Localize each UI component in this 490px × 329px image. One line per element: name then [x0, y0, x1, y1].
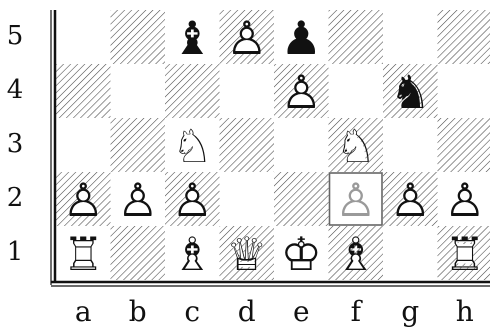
file-label-d: d [220, 298, 274, 326]
rank-label-3: 3 [0, 131, 30, 157]
square-d3[interactable] [220, 118, 275, 172]
square-f5[interactable] [329, 10, 384, 64]
square-b5[interactable] [111, 10, 166, 64]
file-label-e: e [274, 298, 328, 326]
file-label-h: h [438, 298, 490, 326]
square-c4[interactable] [165, 64, 220, 118]
square-b3[interactable] [111, 118, 166, 172]
file-label-f: f [329, 298, 383, 326]
file-label-g: g [383, 298, 437, 326]
square-g1[interactable] [383, 226, 438, 280]
square-e3[interactable] [274, 118, 329, 172]
square-h4[interactable] [438, 64, 490, 118]
square-e2[interactable] [274, 172, 329, 226]
white-rook-a1-icon[interactable]: ♖ [63, 227, 104, 281]
white-queen-d1-icon[interactable]: ♕ [226, 227, 267, 281]
black-bishop-c5-icon[interactable]: ♝ [172, 11, 213, 65]
white-pawn-f2-icon[interactable]: ♙ [335, 173, 376, 227]
white-pawn-b2-icon[interactable]: ♙ [117, 173, 158, 227]
white-pawn-e4-icon[interactable]: ♙ [281, 65, 322, 119]
square-g5[interactable] [383, 10, 438, 64]
white-pawn-h2-icon[interactable]: ♙ [444, 173, 485, 227]
file-label-b: b [111, 298, 165, 326]
rank-label-2: 2 [0, 185, 30, 211]
square-a5[interactable] [56, 10, 111, 64]
file-label-c: c [165, 298, 219, 326]
square-a3[interactable] [56, 118, 111, 172]
square-d4[interactable] [220, 64, 275, 118]
square-a4[interactable] [56, 64, 111, 118]
square-f4[interactable] [329, 64, 384, 118]
black-pawn-e5-icon[interactable]: ♟ [281, 11, 322, 65]
white-pawn-a2-icon[interactable]: ♙ [63, 173, 104, 227]
rank-label-1: 1 [0, 239, 30, 265]
white-king-e1-icon[interactable]: ♔ [281, 227, 322, 281]
square-b4[interactable] [111, 64, 166, 118]
white-rook-h1-icon[interactable]: ♖ [444, 227, 485, 281]
square-g3[interactable] [383, 118, 438, 172]
white-pawn-g2-icon[interactable]: ♙ [390, 173, 431, 227]
white-bishop-f1-icon[interactable]: ♗ [335, 227, 376, 281]
white-knight-c3-icon[interactable]: ♘ [172, 119, 213, 173]
white-bishop-c1-icon[interactable]: ♗ [172, 227, 213, 281]
white-pawn-c2-icon[interactable]: ♙ [172, 173, 213, 227]
file-label-a: a [56, 298, 110, 326]
square-h3[interactable] [438, 118, 490, 172]
square-h5[interactable] [438, 10, 490, 64]
rank-label-4: 4 [0, 77, 30, 103]
white-pawn-d5-icon[interactable]: ♙ [226, 11, 267, 65]
square-d2[interactable] [220, 172, 275, 226]
rank-label-5: 5 [0, 23, 30, 49]
white-knight-f3-icon[interactable]: ♘ [335, 119, 376, 173]
square-b1[interactable] [111, 226, 166, 280]
black-knight-g4-icon[interactable]: ♞ [390, 65, 431, 119]
